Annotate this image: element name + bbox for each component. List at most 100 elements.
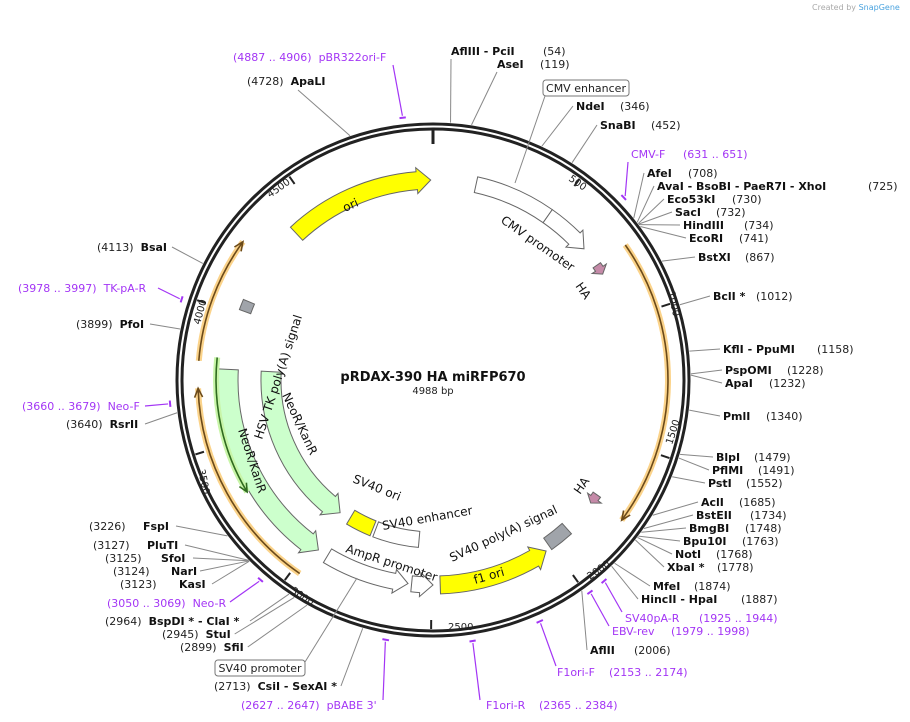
enzyme-site[interactable]: AflIII - PciI(54): [450, 45, 566, 123]
enzyme-site[interactable]: (2945)StuI: [162, 597, 295, 641]
orf-arc[interactable]: [619, 243, 671, 522]
enzyme-site[interactable]: (4113)BsaI: [97, 241, 204, 264]
enzyme-leader: [199, 560, 250, 572]
enzyme-name: BmgBI: [689, 522, 729, 535]
enzyme-site[interactable]: AclI(1685): [652, 496, 776, 516]
feature-hsv-tk-poly-a-signal[interactable]: [238, 298, 256, 315]
primer-site[interactable]: F1ori-F(2153 .. 2174): [536, 619, 688, 679]
enzyme-site[interactable]: AfeI(708): [633, 167, 718, 219]
orf-arc-core: [215, 357, 248, 493]
feature-f1-ori[interactable]: [439, 546, 547, 595]
enzyme-site[interactable]: (3127)PluTI: [93, 539, 249, 561]
primer-site[interactable]: CMV-F(631 .. 651): [620, 148, 748, 201]
enzyme-leader: [637, 198, 665, 224]
enzyme-site[interactable]: BmgBI(1748): [641, 522, 782, 535]
enzyme-position: (1874): [694, 580, 731, 593]
feature-segment[interactable]: [410, 571, 434, 598]
primer-site[interactable]: EBV-rev(1979 .. 1998): [586, 589, 750, 638]
primer-site[interactable]: TK-pA-R(3978 .. 3997): [18, 282, 184, 303]
feature-neor-kanr[interactable]: [260, 370, 341, 516]
enzyme-site[interactable]: Eco53kI(730): [637, 193, 762, 224]
primer-site[interactable]: Neo-F(3660 .. 3679): [22, 400, 172, 413]
feature-cmv-promoter[interactable]: [542, 208, 585, 250]
enzyme-site[interactable]: (3640)RsrII: [66, 412, 178, 431]
enzyme-leader: [297, 89, 351, 137]
feature-cmv-enhancer[interactable]: [473, 176, 553, 224]
feature-sv40-poly-a-signal[interactable]: [543, 522, 573, 551]
enzyme-site[interactable]: EcoRI(741): [640, 225, 769, 245]
enzyme-leader: [661, 256, 696, 262]
feature-ori[interactable]: [289, 166, 432, 242]
enzyme-name: KasI: [179, 578, 206, 591]
primer-name: Neo-R: [193, 597, 227, 610]
primer-site[interactable]: pBR322ori-F(4887 .. 4906): [233, 51, 406, 120]
enzyme-site[interactable]: (3125)SfoI: [105, 552, 249, 565]
primer-name: F1ori-R: [486, 699, 526, 712]
enzyme-leader: [635, 539, 665, 568]
feature-box[interactable]: [542, 79, 630, 97]
primer-name: F1ori-F: [557, 666, 595, 679]
primer-leader: [392, 64, 403, 116]
enzyme-site[interactable]: KflI - PpuMI(1158): [689, 343, 854, 356]
primer-site[interactable]: F1ori-R(2365 .. 2384): [469, 639, 618, 713]
enzyme-site[interactable]: PspOMI(1228): [690, 364, 824, 377]
enzyme-position: (2964): [105, 615, 142, 628]
orf-arrowhead: [238, 482, 249, 494]
enzyme-name: PluTI: [147, 539, 178, 552]
enzyme-site[interactable]: BstXI(867): [661, 251, 775, 264]
enzyme-site[interactable]: BclI *(1012): [679, 290, 793, 306]
primer-name: SV40pA-R: [625, 612, 680, 625]
enzyme-site[interactable]: (2964)BspDI * - ClaI *: [105, 593, 290, 628]
primer-site[interactable]: SV40pA-R(1925 .. 1944): [600, 578, 778, 625]
enzyme-leader: [571, 124, 598, 163]
enzyme-site[interactable]: SnaBI(452): [571, 119, 681, 163]
enzyme-site[interactable]: PmlI(1340): [689, 409, 803, 423]
feature-sv40-ori[interactable]: [345, 509, 377, 537]
enzyme-site[interactable]: PstI(1552): [672, 476, 783, 490]
primer-site[interactable]: pBABE 3'(2627 .. 2647): [241, 638, 390, 712]
enzyme-position: (54): [543, 45, 566, 58]
enzyme-site[interactable]: NdeI(346): [541, 100, 650, 147]
enzyme-site[interactable]: (2713)CsiI - SexAI *: [214, 628, 364, 693]
enzyme-site[interactable]: HincII - HpaI(1887): [611, 565, 778, 606]
enzyme-site[interactable]: ApaI(1232): [690, 374, 806, 390]
enzyme-position: (732): [716, 206, 746, 219]
feature-ha[interactable]: [586, 491, 603, 504]
enzyme-site[interactable]: AseI(119): [471, 58, 570, 126]
tick-mark: [572, 574, 579, 583]
enzyme-site[interactable]: BlpI(1479): [680, 451, 791, 464]
enzyme-name: PflMI: [712, 464, 743, 477]
enzyme-site[interactable]: (4728)ApaLI: [247, 75, 351, 137]
enzyme-site[interactable]: Bpu10I(1763): [638, 535, 779, 548]
enzyme-site[interactable]: (3899)PfoI: [76, 318, 181, 331]
enzyme-site[interactable]: AvaI - BsoBI - PaeR7I - XhoI(725): [636, 180, 898, 223]
primer-site[interactable]: Neo-R(3050 .. 3069): [107, 576, 264, 610]
feature-sv40-enhancer[interactable]: [372, 521, 421, 548]
enzyme-site[interactable]: MfeI(1874): [614, 562, 731, 593]
feature-ha[interactable]: [590, 262, 608, 275]
enzyme-site[interactable]: (3226)FspI: [89, 520, 228, 537]
enzyme-site[interactable]: (3124)NarI: [113, 560, 250, 578]
feature-ampr-promoter[interactable]: [322, 548, 409, 595]
enzyme-site[interactable]: NotI(1768): [637, 536, 753, 561]
enzyme-leader: [611, 565, 639, 600]
feature-box[interactable]: [214, 659, 306, 677]
tick-mark: [661, 302, 671, 308]
enzyme-leader: [175, 525, 228, 537]
enzyme-site[interactable]: SacI(732): [638, 206, 746, 225]
enzyme-site[interactable]: (3123)KasI: [120, 560, 250, 591]
enzyme-site[interactable]: HindIII(734): [638, 219, 774, 232]
enzyme-leader: [249, 593, 290, 622]
enzyme-position: (741): [739, 232, 769, 245]
enzyme-site[interactable]: AflII(2006): [581, 590, 671, 657]
enzyme-site[interactable]: PflMI(1491): [678, 457, 795, 477]
primer-leader: [157, 287, 180, 300]
enzyme-position: (1778): [717, 561, 754, 574]
enzyme-site[interactable]: XbaI *(1778): [635, 539, 754, 574]
enzyme-site[interactable]: (2899)SfiI: [180, 604, 308, 654]
primer-range: (4887 .. 4906): [233, 51, 312, 64]
enzyme-name: StuI: [206, 628, 231, 641]
enzyme-site[interactable]: BstEII(1734): [643, 509, 787, 530]
enzyme-name: FspI: [143, 520, 169, 533]
box-leader: [304, 577, 358, 663]
